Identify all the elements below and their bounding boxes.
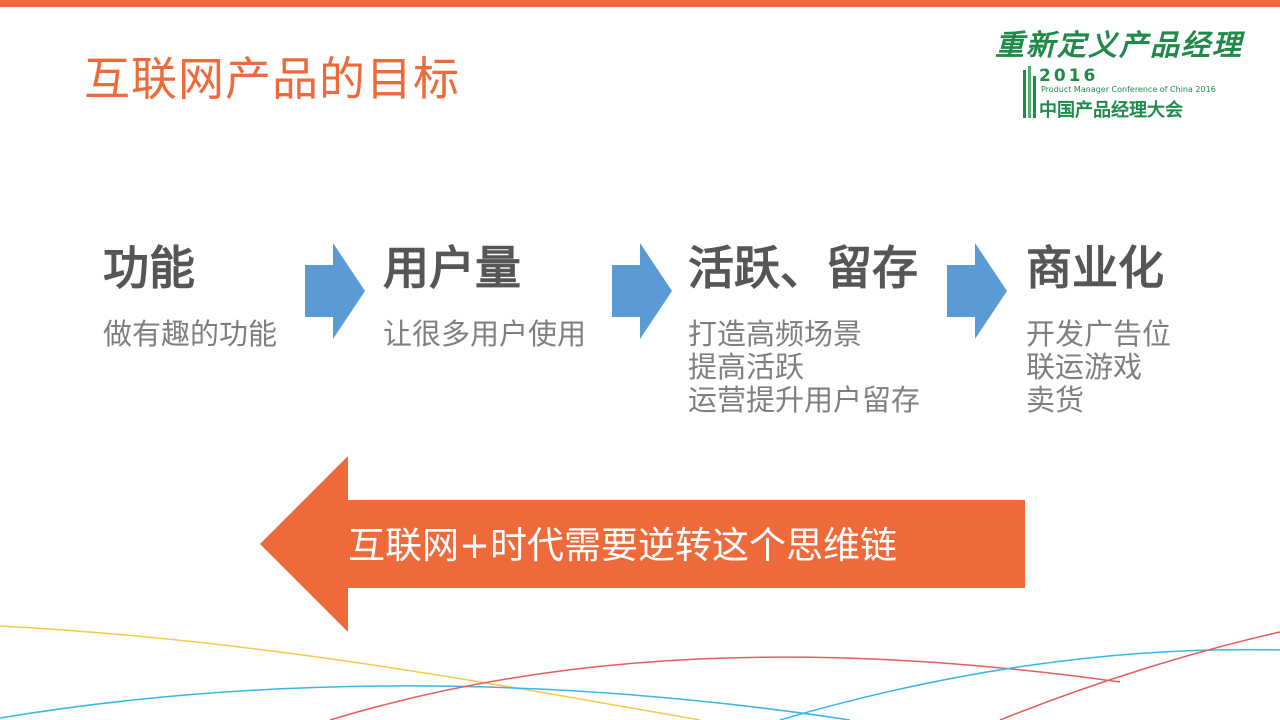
logo-slogan: 重新定义产品经理 bbox=[995, 28, 1244, 62]
step-lines: 让很多用户使用 bbox=[383, 318, 586, 351]
top-accent-bar bbox=[0, 0, 1280, 7]
step-title: 商业化 bbox=[1026, 241, 1164, 295]
right-arrow-icon bbox=[612, 243, 672, 339]
logo-bars-icon bbox=[1023, 66, 1036, 118]
step-function: 功能 做有趣的功能 bbox=[103, 240, 277, 351]
right-arrow-icon bbox=[305, 243, 365, 339]
left-arrow-icon bbox=[260, 456, 1025, 632]
step-user-volume: 用户量 让很多用户使用 bbox=[383, 240, 586, 351]
step-line: 打造高频场景 bbox=[688, 317, 863, 351]
step-title: 功能 bbox=[103, 241, 195, 295]
step-line: 运营提升用户留存 bbox=[688, 383, 921, 417]
step-title: 用户量 bbox=[383, 241, 521, 295]
step-line: 让很多用户使用 bbox=[383, 317, 587, 351]
step-line: 开发广告位 bbox=[1026, 317, 1172, 351]
page-title: 互联网产品的目标 bbox=[84, 52, 460, 106]
step-lines: 打造高频场景 提高活跃 运营提升用户留存 bbox=[688, 318, 920, 417]
step-line: 提高活跃 bbox=[688, 350, 805, 384]
step-commercialization: 商业化 开发广告位 联运游戏 卖货 bbox=[1026, 240, 1171, 417]
right-arrow-icon bbox=[947, 243, 1007, 339]
step-activity-retention: 活跃、留存 打造高频场景 提高活跃 运营提升用户留存 bbox=[688, 240, 920, 417]
step-line: 联运游戏 bbox=[1026, 350, 1143, 384]
step-lines: 做有趣的功能 bbox=[103, 318, 277, 351]
decorative-waves bbox=[0, 625, 1280, 720]
conference-logo: 重新定义产品经理 2016 Product Manager Conference… bbox=[995, 22, 1265, 122]
logo-org-name: 中国产品经理大会 bbox=[1039, 100, 1183, 121]
step-title: 活跃、留存 bbox=[688, 241, 918, 295]
step-lines: 开发广告位 联运游戏 卖货 bbox=[1026, 318, 1171, 417]
step-line: 做有趣的功能 bbox=[103, 317, 278, 351]
logo-year: 2016 bbox=[1039, 66, 1099, 86]
banner-text: 互联网+时代需要逆转这个思维链 bbox=[348, 524, 898, 567]
step-line: 卖货 bbox=[1026, 383, 1085, 417]
logo-subtitle: Product Manager Conference of China 2016 bbox=[1041, 85, 1216, 94]
